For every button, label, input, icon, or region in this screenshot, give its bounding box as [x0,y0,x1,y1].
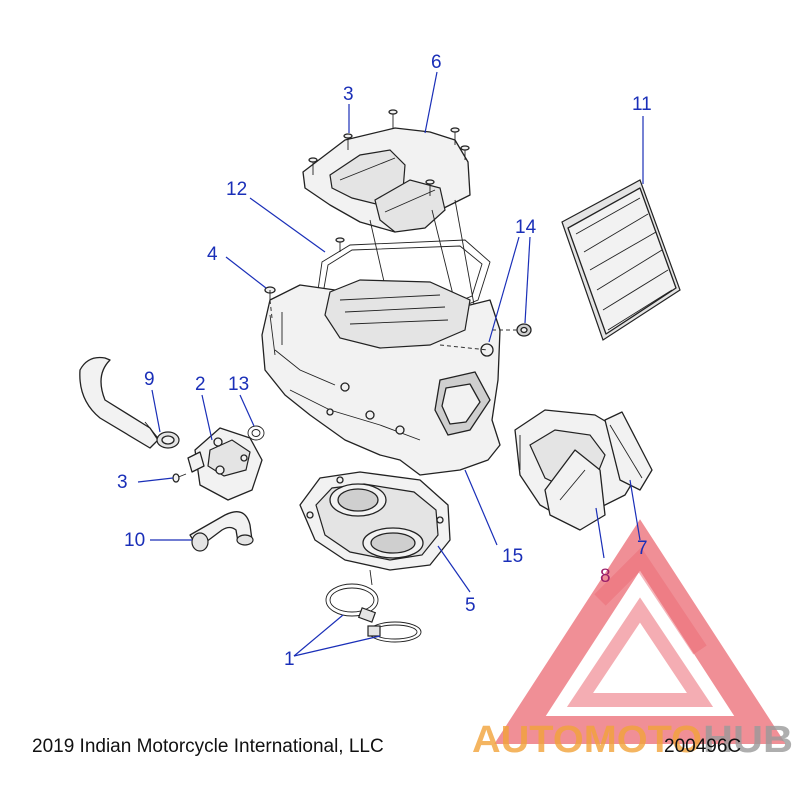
callout-6: 6 [431,52,442,73]
watermark-brand: AUTOMOTO HUB [472,719,793,761]
callout-10: 10 [124,530,145,551]
screw-icon [172,473,187,483]
leader-lines [137,71,644,657]
callout-15: 15 [502,546,523,567]
diagram-id: 200496C [664,736,741,757]
watermark-logo [494,519,786,744]
screw-icon [343,133,353,150]
screw-icon [308,157,318,175]
part-15-airbox-body [261,279,501,476]
callout-labels: 1 2 3 3 4 5 6 7 8 9 10 11 12 13 14 15 [117,52,652,670]
screw-icon [335,237,345,252]
part-1-hose-clamps [325,583,422,643]
part-13-o-ring [247,425,265,441]
part-5-base-plate [299,471,451,586]
screw-icon [450,127,460,145]
part-10-elbow-hose [189,511,254,552]
callout-4: 4 [207,244,218,265]
callout-3-top: 3 [343,84,354,105]
copyright-text: 2019 Indian Motorcycle International, LL… [32,736,384,757]
callout-13: 13 [228,374,249,395]
part-3-screws-top [308,109,470,252]
part-6-top-cover [302,127,476,331]
watermark-brand-text-2: HUB [703,719,793,761]
callout-12: 12 [226,179,247,200]
callout-1: 1 [284,649,295,670]
screw-icon [388,109,398,128]
callout-7: 7 [637,538,648,559]
watermark-brand-text-1: AUTOMOTO [472,719,702,761]
callout-9: 9 [144,369,155,390]
callout-5: 5 [465,595,476,616]
part-7-8-intake-ducts [514,409,653,531]
part-14-grommet [439,323,532,351]
callout-3-lower: 3 [117,472,128,493]
callout-11: 11 [632,94,652,115]
screw-icon [264,286,276,300]
part-9-hose [79,356,180,449]
part-4-screw [264,286,276,319]
callout-2: 2 [195,374,206,395]
callout-8: 8 [600,566,611,587]
part-11-air-filter [561,179,681,341]
part-3-screw-lower [172,473,187,483]
screw-icon [425,179,435,196]
part-2-valve-body [187,427,263,501]
callout-14: 14 [515,217,537,238]
screw-icon [460,145,470,160]
